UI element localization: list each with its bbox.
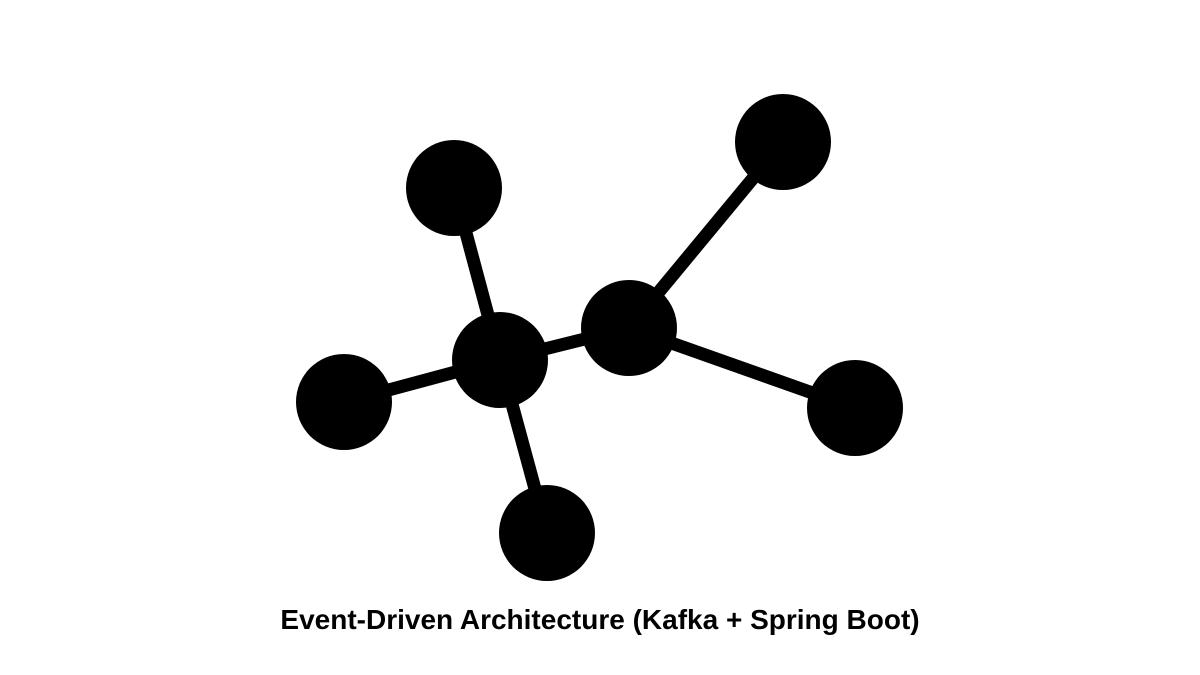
node-top-left — [406, 140, 502, 236]
network-graph-icon — [296, 94, 903, 581]
node-hub-left — [452, 312, 548, 408]
diagram-caption: Event-Driven Architecture (Kafka + Sprin… — [280, 604, 920, 635]
nodes-group — [296, 94, 903, 581]
node-hub-right — [581, 280, 677, 376]
node-left — [296, 354, 392, 450]
node-bottom — [499, 485, 595, 581]
node-top-right — [735, 94, 831, 190]
node-right — [807, 360, 903, 456]
